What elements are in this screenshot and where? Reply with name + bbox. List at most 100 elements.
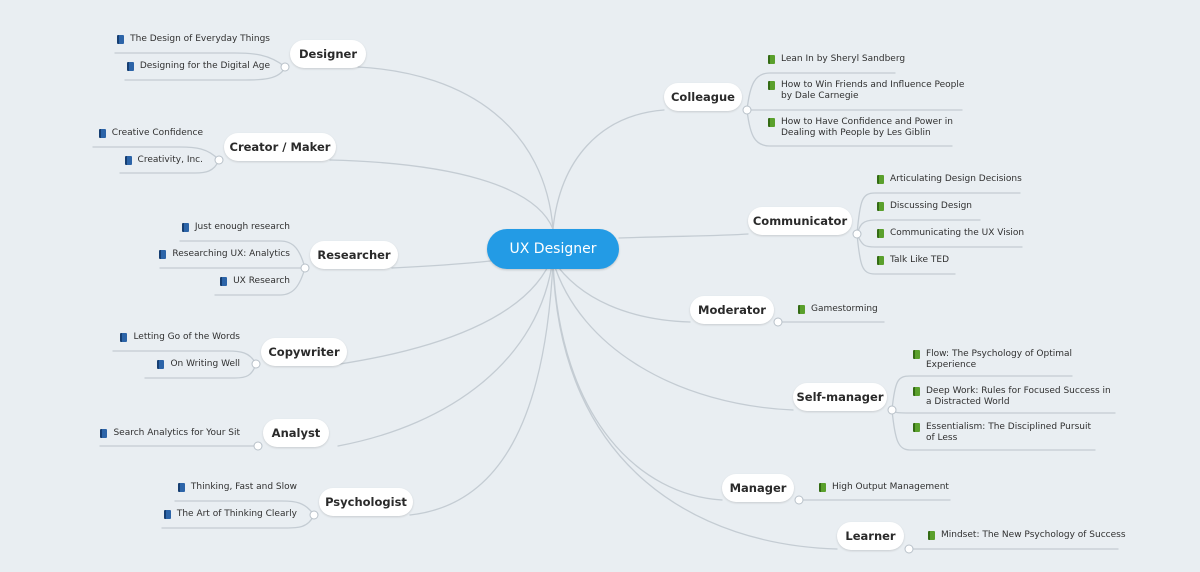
book-title: Talk Like TED [890, 255, 950, 265]
book-item[interactable]: Mindset: The New Psychology of Success [928, 530, 1126, 541]
branch-manager[interactable]: Manager [722, 474, 794, 502]
book-title: UX Research [233, 276, 290, 286]
connector-manager [552, 261, 723, 501]
book-icon [117, 35, 125, 44]
book-title: Researching UX: Analytics [172, 249, 290, 259]
central-topic[interactable]: UX Designer [487, 229, 619, 269]
branch-self-manager[interactable]: Self-manager [793, 383, 887, 411]
connector-designer [357, 66, 554, 230]
book-item[interactable]: The Design of Everyday Things [117, 34, 270, 45]
collapse-toggle-psychologist [309, 510, 319, 520]
book-item[interactable]: Gamestorming [798, 304, 878, 315]
book-item[interactable]: Deep Work: Rules for Focused Success in … [913, 386, 1118, 408]
book-item[interactable]: UX Research [220, 276, 290, 287]
book-title: Lean In by Sheryl Sandberg [781, 54, 906, 64]
collapse-toggle-communicator [852, 229, 862, 239]
book-title: Articulating Design Decisions [890, 174, 1022, 184]
book-title: Designing for the Digital Age [139, 61, 270, 71]
book-item[interactable]: Creativity, Inc. [124, 155, 203, 166]
book-item[interactable]: Designing for the Digital Age [126, 61, 270, 72]
collapse-toggle-moderator [773, 317, 783, 327]
book-item[interactable]: Communicating the UX Vision [877, 228, 1024, 239]
book-item[interactable]: Lean In by Sheryl Sandberg [768, 54, 905, 65]
collapse-toggle-analyst [253, 441, 263, 451]
book-icon [163, 510, 171, 519]
book-title: Flow: The Psychology of Optimal Experien… [926, 349, 1073, 370]
book-icon [98, 129, 106, 138]
book-item[interactable]: Talk Like TED [877, 255, 949, 266]
branch-communicator[interactable]: Communicator [748, 207, 852, 235]
connector-copywriter [339, 254, 554, 365]
book-item[interactable]: Creative Confidence [98, 128, 203, 139]
book-title: How to Win Friends and Influence People … [781, 80, 965, 101]
book-icon [157, 360, 165, 369]
book-icon [768, 55, 775, 64]
book-title: Creativity, Inc. [137, 155, 203, 165]
book-item[interactable]: How to Win Friends and Influence People … [768, 80, 968, 102]
collapse-toggle-learner [904, 544, 914, 554]
book-title: Thinking, Fast and Slow [190, 482, 297, 492]
book-icon [819, 483, 826, 492]
book-item[interactable]: High Output Management [819, 482, 949, 493]
connector-psychologist [409, 261, 554, 516]
collapse-toggle-researcher [300, 263, 310, 273]
book-item[interactable]: Flow: The Psychology of Optimal Experien… [913, 349, 1083, 371]
book-icon [100, 429, 108, 438]
collapse-toggle-designer [280, 62, 290, 72]
book-title: Essentialism: The Disciplined Pursuit of… [926, 422, 1091, 443]
branch-designer[interactable]: Designer [290, 40, 366, 68]
branch-psychologist[interactable]: Psychologist [319, 488, 413, 516]
book-icon [877, 229, 884, 238]
book-icon [159, 250, 167, 259]
branch-creator-maker[interactable]: Creator / Maker [224, 133, 336, 161]
book-title: Deep Work: Rules for Focused Success in … [926, 386, 1111, 407]
branch-moderator[interactable]: Moderator [690, 296, 774, 324]
collapse-toggle-colleague [742, 105, 752, 115]
connector-self-manager [552, 260, 794, 411]
branch-analyst[interactable]: Analyst [263, 419, 329, 447]
book-icon [124, 156, 132, 165]
book-item[interactable]: Essentialism: The Disciplined Pursuit of… [913, 422, 1098, 444]
book-icon [126, 62, 134, 71]
book-title: Discussing Design [890, 201, 973, 211]
book-icon [877, 202, 884, 211]
book-icon [181, 223, 189, 232]
collapse-toggle-manager [794, 495, 804, 505]
book-item[interactable]: Articulating Design Decisions [877, 174, 1022, 185]
book-title: The Art of Thinking Clearly [176, 509, 297, 519]
branch-learner[interactable]: Learner [837, 522, 904, 550]
connector-learner [552, 262, 838, 550]
book-item[interactable]: Researching UX: Analytics [159, 249, 290, 260]
book-title: On Writing Well [170, 359, 240, 369]
book-item[interactable]: Discussing Design [877, 201, 972, 212]
collapse-toggle-self-manager [887, 405, 897, 415]
book-item[interactable]: Thinking, Fast and Slow [177, 482, 297, 493]
book-icon [877, 256, 884, 265]
book-item[interactable]: Search Analytics for Your Sit [100, 428, 240, 439]
book-icon [220, 277, 228, 286]
book-title: Letting Go of the Words [133, 332, 240, 342]
book-item[interactable]: On Writing Well [157, 359, 240, 370]
book-title: Communicating the UX Vision [890, 228, 1025, 238]
book-title: Gamestorming [811, 304, 878, 314]
branch-copywriter[interactable]: Copywriter [261, 338, 347, 366]
book-title: The Design of Everyday Things [130, 34, 270, 44]
book-item[interactable]: The Art of Thinking Clearly [163, 509, 297, 520]
book-item[interactable]: Letting Go of the Words [120, 332, 240, 343]
book-icon [177, 483, 185, 492]
book-icon [928, 531, 935, 540]
branch-colleague[interactable]: Colleague [664, 83, 742, 111]
branch-researcher[interactable]: Researcher [310, 241, 398, 269]
book-icon [120, 333, 128, 342]
connector-moderator [552, 259, 691, 323]
book-title: How to Have Confidence and Power in Deal… [781, 117, 953, 138]
book-item[interactable]: Just enough research [181, 222, 290, 233]
book-title: Just enough research [194, 222, 290, 232]
book-title: Creative Confidence [111, 128, 203, 138]
connector-creator [329, 159, 554, 230]
book-item[interactable]: How to Have Confidence and Power in Deal… [768, 117, 963, 139]
connector-colleague [552, 109, 665, 230]
collapse-toggle-copywriter [251, 359, 261, 369]
book-icon [798, 305, 805, 314]
